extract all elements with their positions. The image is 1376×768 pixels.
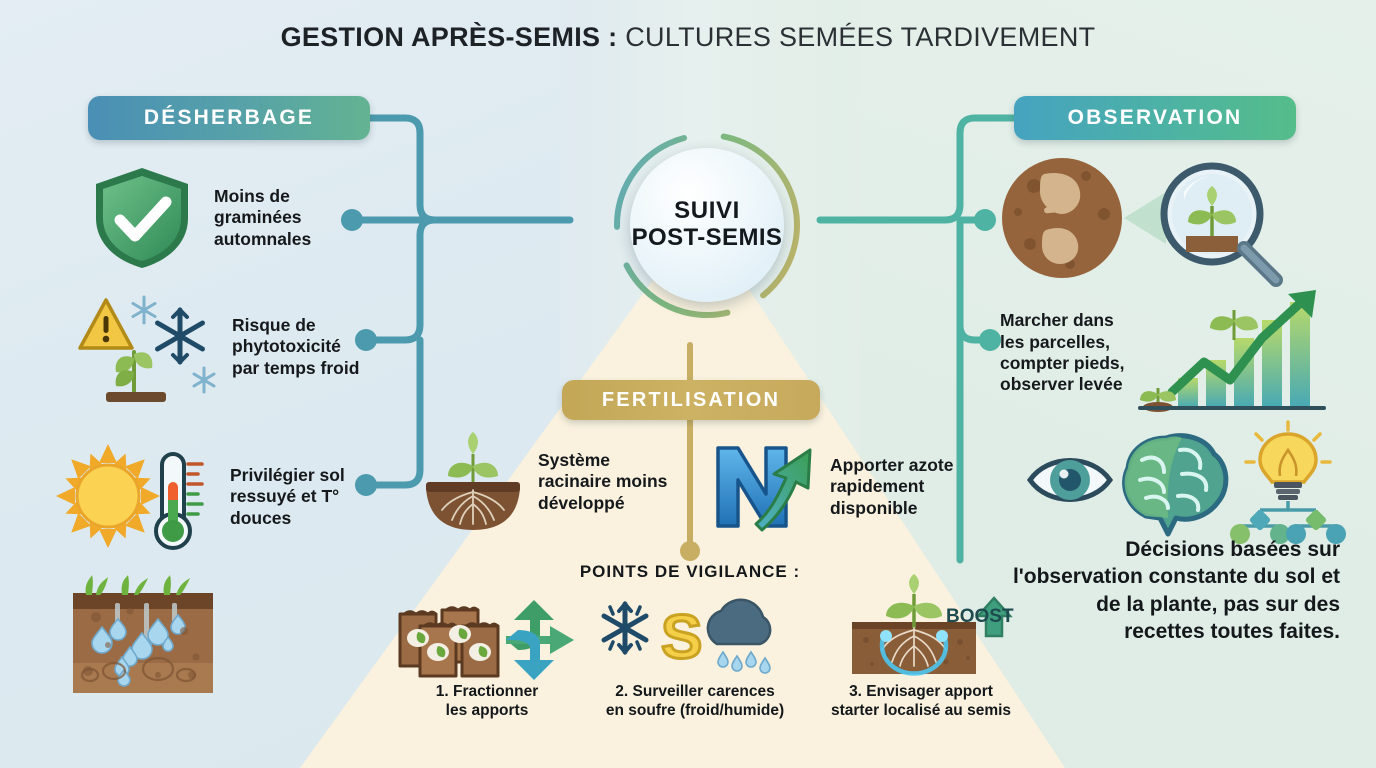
center-item-2: Apporter azote rapidement disponible bbox=[712, 438, 953, 536]
right-item-1 bbox=[1000, 152, 1300, 287]
section-header-observation[interactable]: OBSERVATION bbox=[1014, 96, 1296, 140]
left-item-1: Moins de graminées automnales bbox=[82, 162, 311, 274]
vigilance-item-1-caption: 1. Fractionner les apports bbox=[435, 683, 539, 720]
left-item-4 bbox=[72, 575, 214, 695]
hub-title-line2: POST-SEMIS bbox=[631, 224, 783, 251]
title-bold-part: GESTION APRÈS-SEMIS : bbox=[280, 22, 618, 52]
svg-text:BOOST: BOOST bbox=[946, 606, 1014, 627]
shield-check-icon bbox=[96, 168, 188, 268]
svg-text:S: S bbox=[661, 603, 702, 672]
section-header-desherbage-label: DÉSHERBAGE bbox=[143, 106, 315, 129]
vigilance-item-2-caption: 2. Surveiller carences en soufre (froid/… bbox=[605, 683, 785, 720]
vigilance-item-3-caption: 3. Envisager apport starter localisé au … bbox=[830, 683, 1012, 720]
section-header-fertilisation-label: FERTILISATION bbox=[601, 388, 781, 411]
sulfur-cold-rain-icon: S bbox=[601, 598, 772, 674]
central-hub: SUIVI POST-SEMIS bbox=[592, 110, 822, 340]
page-title: GESTION APRÈS-SEMIS : CULTURES SEMÉES TA… bbox=[0, 22, 1376, 53]
fertilizer-bags-split-icon bbox=[398, 600, 574, 680]
section-header-fertilisation[interactable]: FERTILISATION bbox=[562, 380, 820, 420]
starter-boost-roots-icon: BOOST bbox=[852, 574, 1014, 676]
seedling-roots-icon bbox=[426, 432, 520, 530]
sun-thermometer-icon bbox=[56, 444, 204, 550]
left-item-3: Privilégier sol ressuyé et T° douces bbox=[52, 438, 345, 556]
left-item-3-text: Privilégier sol ressuyé et T° douces bbox=[230, 464, 345, 528]
right-conclusion-text: Décisions basées sur l'observation const… bbox=[1012, 538, 1340, 643]
hub-core: SUIVI POST-SEMIS bbox=[630, 148, 784, 302]
vigilance-item-3: BOOST 3. Envisager apport starter locali… bbox=[826, 574, 1016, 720]
footprint-magnifier-icon bbox=[1002, 158, 1283, 287]
center-item-1: Système racinaire moins développé bbox=[418, 432, 667, 532]
center-item-2-text: Apporter azote rapidement disponible bbox=[830, 454, 954, 518]
soil-infiltration-icon bbox=[73, 575, 213, 693]
title-normal-part: CULTURES SEMÉES TARDIVEMENT bbox=[625, 22, 1096, 52]
vigilance-title: POINTS DE VIGILANCE : bbox=[579, 562, 801, 581]
growth-chart-icon bbox=[1138, 290, 1327, 412]
nitrogen-arrow-icon bbox=[716, 446, 812, 532]
vigilance-item-1: 1. Fractionner les apports bbox=[392, 596, 582, 720]
frost-warning-plant-icon bbox=[78, 295, 216, 402]
right-item-3 bbox=[1024, 420, 1354, 544]
right-item-2: Marcher dans les parcelles, compter pied… bbox=[1000, 288, 1328, 418]
left-item-2: Risque de phytotoxicité par temps froid bbox=[76, 288, 359, 406]
section-header-observation-label: OBSERVATION bbox=[1067, 106, 1243, 129]
section-header-desherbage[interactable]: DÉSHERBAGE bbox=[88, 96, 370, 140]
vigilance-item-2: S 2. Surveiller carences en soufre (froi… bbox=[600, 596, 790, 720]
center-item-1-text: Système racinaire moins développé bbox=[538, 449, 668, 513]
left-item-1-text: Moins de graminées automnales bbox=[214, 185, 312, 249]
hub-title-line1: SUIVI bbox=[674, 197, 740, 225]
eye-brain-decision-icon bbox=[1026, 420, 1346, 544]
left-item-2-text: Risque de phytotoxicité par temps froid bbox=[232, 314, 360, 378]
right-item-2-text: Marcher dans les parcelles, compter pied… bbox=[1000, 310, 1125, 395]
